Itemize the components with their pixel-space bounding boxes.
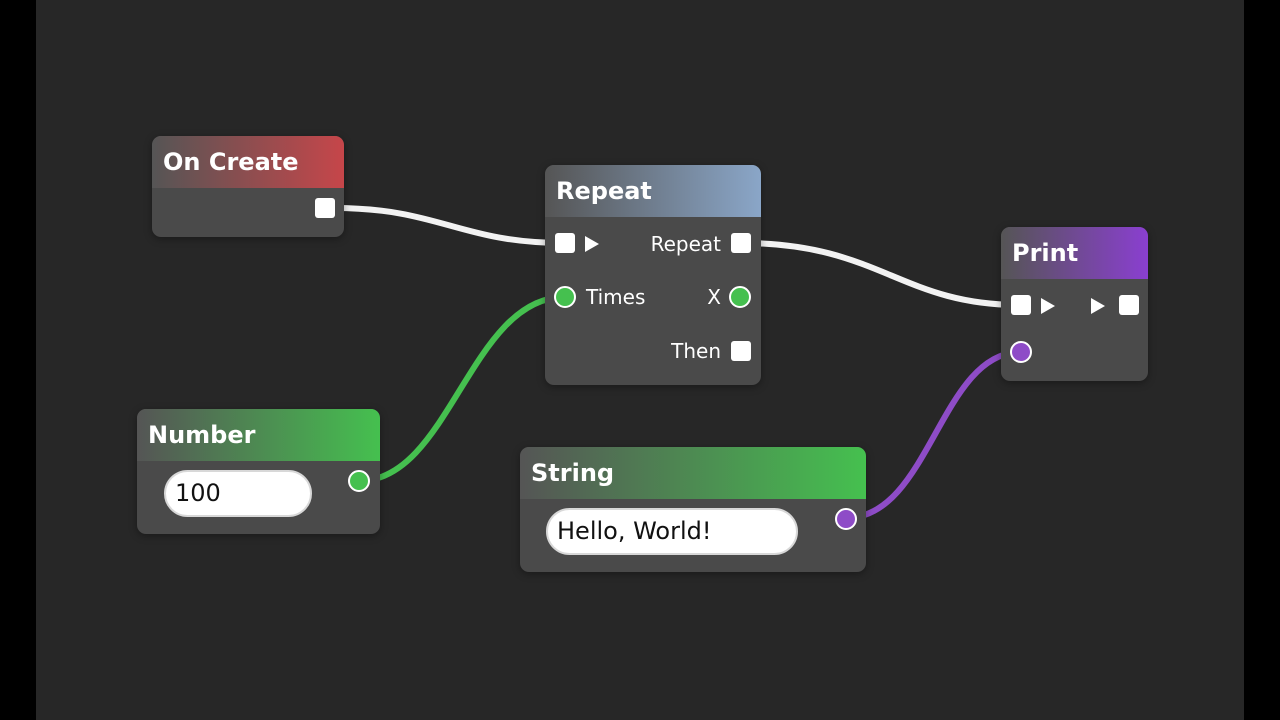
play-arrow-icon — [585, 236, 599, 252]
times-in-port[interactable] — [554, 286, 576, 308]
on-create-exec-out-port[interactable] — [315, 198, 335, 218]
play-arrow-icon — [1041, 298, 1055, 314]
print-node[interactable]: Print — [1001, 227, 1148, 381]
print-exec-out-port[interactable] — [1119, 295, 1139, 315]
repeat-exec-in-port[interactable] — [555, 233, 575, 253]
repeat-exec-out-label: Repeat — [650, 232, 721, 256]
print-exec-in-port[interactable] — [1011, 295, 1031, 315]
string-title: String — [531, 459, 615, 487]
on-create-title: On Create — [163, 148, 299, 176]
number-title: Number — [148, 421, 256, 449]
string-header[interactable]: String — [520, 447, 866, 499]
times-label: Times — [586, 285, 646, 309]
number-header[interactable]: Number — [137, 409, 380, 461]
x-out-port[interactable] — [729, 286, 751, 308]
repeat-node[interactable]: Repeat Repeat Times X Then — [545, 165, 761, 385]
string-node[interactable]: String Hello, World! — [520, 447, 866, 572]
play-arrow-icon — [1091, 298, 1105, 314]
repeat-exec-out-port[interactable] — [731, 233, 751, 253]
then-label: Then — [671, 339, 721, 363]
repeat-header[interactable]: Repeat — [545, 165, 761, 217]
on-create-node[interactable]: On Create — [152, 136, 344, 237]
repeat-title: Repeat — [556, 177, 652, 205]
print-value-in-port[interactable] — [1010, 341, 1032, 363]
on-create-header[interactable]: On Create — [152, 136, 344, 188]
number-out-port[interactable] — [348, 470, 370, 492]
string-value-input[interactable]: Hello, World! — [546, 508, 798, 555]
number-node[interactable]: Number 100 — [137, 409, 380, 534]
string-out-port[interactable] — [835, 508, 857, 530]
print-header[interactable]: Print — [1001, 227, 1148, 279]
print-title: Print — [1012, 239, 1079, 267]
then-exec-out-port[interactable] — [731, 341, 751, 361]
x-out-label: X — [707, 285, 721, 309]
number-value-input[interactable]: 100 — [164, 470, 312, 517]
